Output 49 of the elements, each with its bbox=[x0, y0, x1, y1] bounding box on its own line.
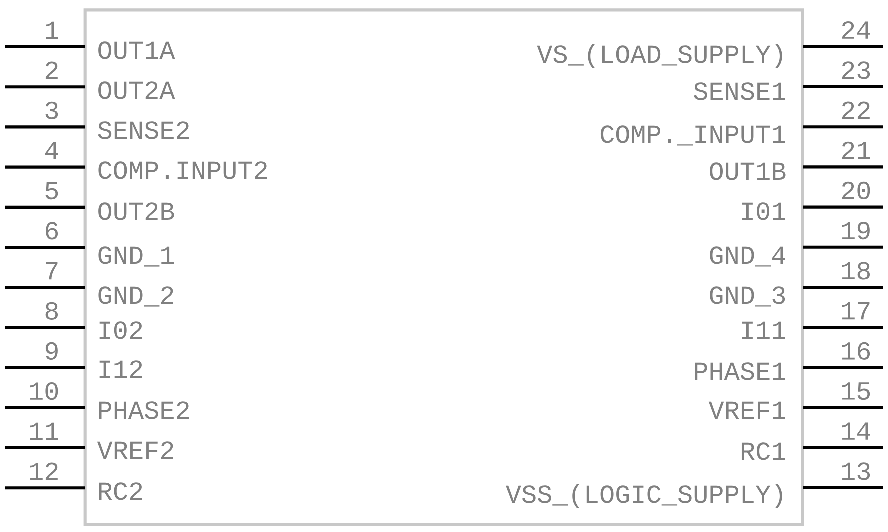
pin-name: OUT1A bbox=[98, 42, 176, 60]
pin-number: 21 bbox=[842, 142, 870, 160]
pin-name: VREF1 bbox=[708, 402, 786, 419]
pin-number: 13 bbox=[842, 462, 870, 480]
pin-name: RC2 bbox=[99, 482, 142, 500]
pin-number: 11 bbox=[30, 422, 58, 440]
pin-number: 15 bbox=[842, 382, 870, 400]
pin-name: SENSE1 bbox=[694, 82, 786, 100]
pin-number: 22 bbox=[842, 102, 870, 120]
pin-name: I01 bbox=[742, 202, 786, 220]
pin-number: 20 bbox=[842, 182, 870, 200]
pin-number: 8 bbox=[46, 302, 58, 320]
pin-name: OUT2B bbox=[98, 202, 174, 220]
pin-number: 5 bbox=[46, 182, 58, 200]
pin-name: I12 bbox=[100, 360, 142, 378]
pin-name: PHASE2 bbox=[99, 402, 190, 420]
pin-name: I11 bbox=[742, 322, 786, 339]
pin-name: PHASE1 bbox=[695, 362, 786, 380]
pin-number: 2 bbox=[46, 62, 58, 80]
pin-number: 23 bbox=[842, 62, 870, 80]
pin-name: OUT2A bbox=[98, 82, 176, 100]
pin-name: GND_3 bbox=[710, 286, 786, 307]
pin-number: 4 bbox=[45, 142, 58, 160]
pin-name: SENSE2 bbox=[98, 122, 190, 140]
pin-name: COMP._INPUT1 bbox=[600, 126, 786, 146]
pin-number: 17 bbox=[842, 302, 870, 320]
pin-name: I02 bbox=[100, 322, 142, 340]
pin-number: 19 bbox=[842, 222, 870, 240]
pin-number: 24 bbox=[842, 22, 870, 39]
pin-name: VS_(LOAD_SUPPLY) bbox=[537, 44, 782, 68]
pin-number: 18 bbox=[842, 262, 870, 280]
pin-number: 10 bbox=[30, 382, 58, 400]
pin-name: GND_1 bbox=[98, 246, 174, 267]
pin-name: VREF2 bbox=[97, 442, 174, 459]
pin-number: 1 bbox=[46, 22, 58, 39]
pin-number: 7 bbox=[46, 262, 58, 280]
pin-number: 12 bbox=[30, 462, 58, 480]
pin-name: COMP.INPUT2 bbox=[98, 162, 268, 180]
pin-number: 9 bbox=[46, 342, 58, 360]
pin-number: 3 bbox=[46, 102, 58, 120]
pin-number: 14 bbox=[842, 422, 870, 440]
pin-name: GND_2 bbox=[98, 286, 174, 307]
pin-name: RC1 bbox=[742, 442, 786, 460]
pin-name: VSS_(LOGIC_SUPPLY) bbox=[506, 484, 782, 508]
chip-body bbox=[84, 8, 804, 526]
pin-name: GND_4 bbox=[710, 246, 786, 267]
pin-name: OUT1B bbox=[710, 162, 786, 180]
pin-number: 16 bbox=[842, 342, 870, 360]
pin-number: 6 bbox=[46, 222, 58, 240]
